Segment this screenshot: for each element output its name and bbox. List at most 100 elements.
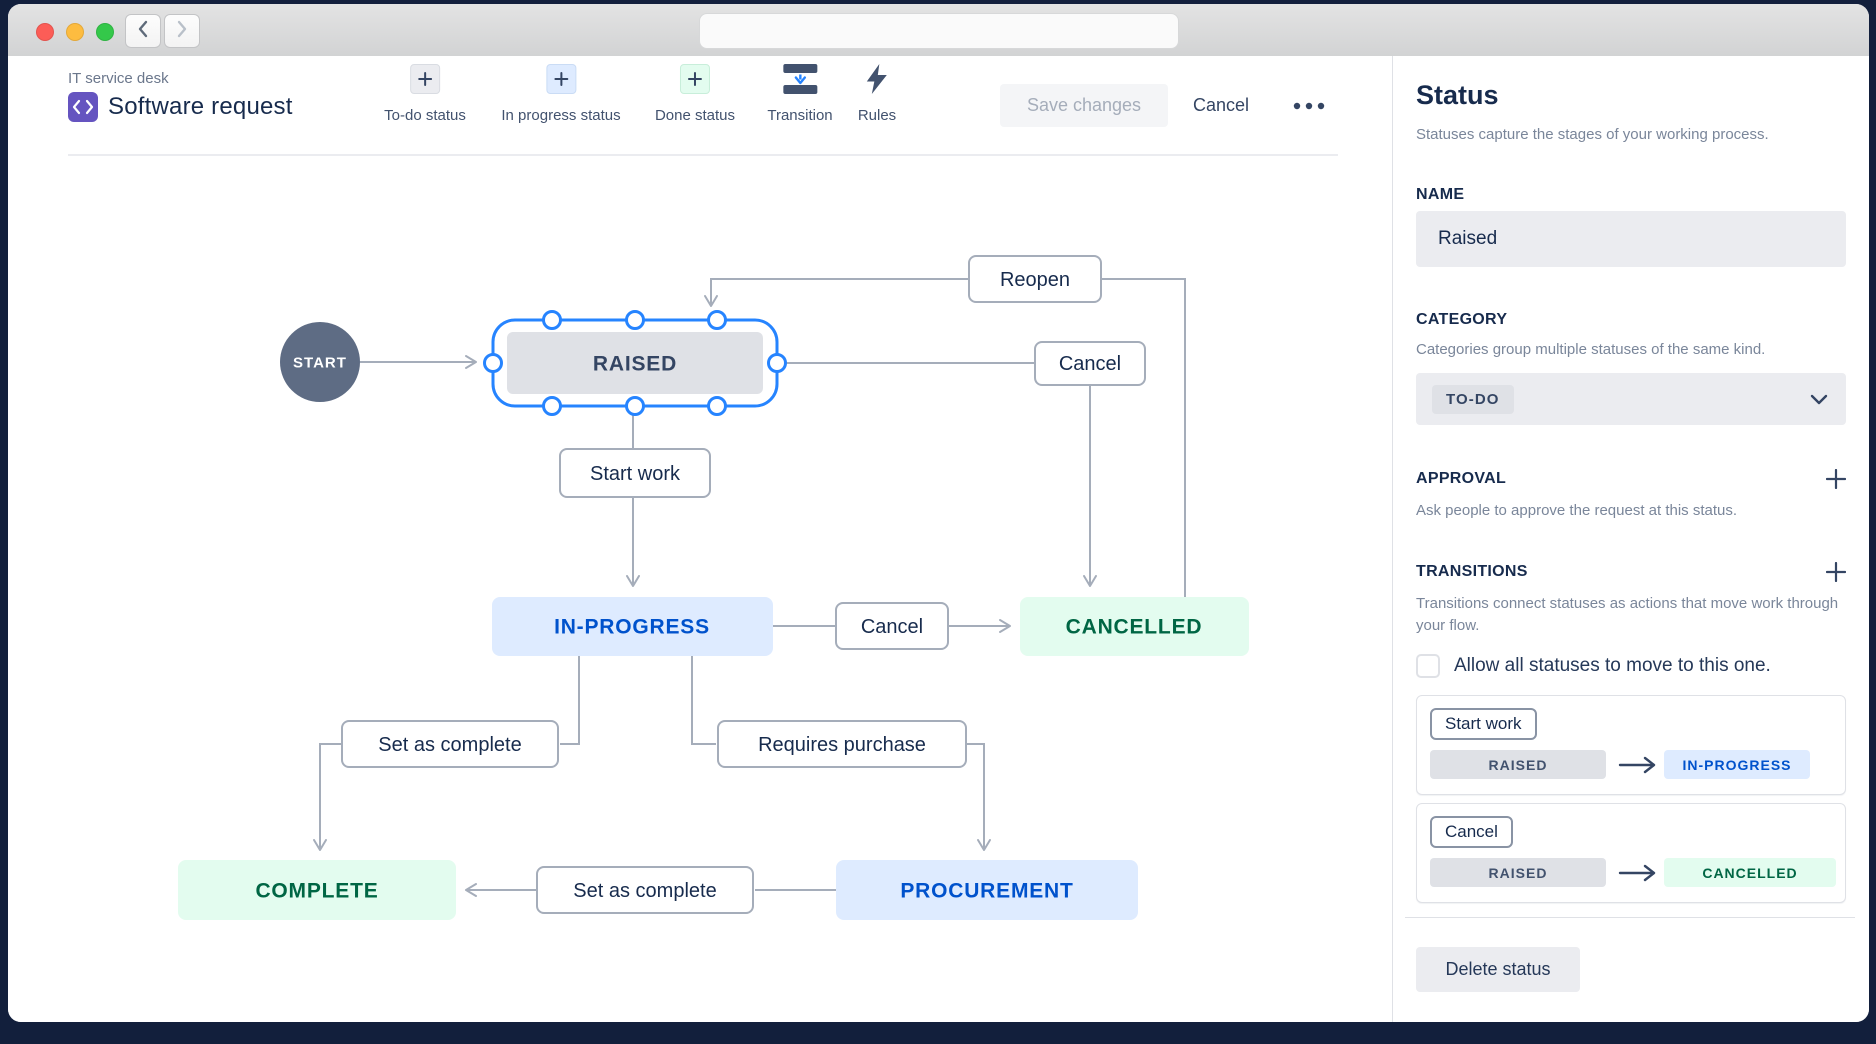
status-node-cancelled[interactable]: CANCELLED bbox=[1020, 597, 1249, 656]
transition-label-start-work[interactable]: Start work bbox=[559, 448, 711, 498]
transition-name-chip[interactable]: Cancel bbox=[1430, 816, 1513, 848]
from-status-chip: RAISED bbox=[1430, 858, 1606, 887]
code-icon bbox=[72, 99, 94, 115]
transition-label-reopen[interactable]: Reopen bbox=[968, 255, 1102, 303]
edge-reopen[interactable] bbox=[704, 278, 1186, 597]
chevron-down-icon bbox=[1810, 394, 1828, 405]
arrow-right-icon bbox=[1615, 751, 1661, 778]
back-button[interactable] bbox=[125, 14, 161, 48]
category-description: Categories group multiple statuses of th… bbox=[1416, 341, 1766, 358]
save-changes-button[interactable]: Save changes bbox=[1000, 84, 1168, 127]
category-value-chip: TO-DO bbox=[1432, 384, 1514, 414]
toolbar-divider bbox=[68, 154, 1338, 156]
category-label: CATEGORY bbox=[1416, 311, 1508, 328]
transitions-description: Transitions connect statuses as actions … bbox=[1416, 595, 1839, 634]
edge-set-complete-left-a[interactable] bbox=[560, 656, 580, 745]
toolbar: IT service desk Software request bbox=[8, 56, 1392, 156]
close-button[interactable] bbox=[36, 23, 54, 41]
address-bar[interactable] bbox=[698, 13, 1179, 49]
workflow-editor: IT service desk Software request bbox=[8, 56, 1392, 1022]
selection-handles[interactable] bbox=[483, 310, 787, 416]
status-name-input[interactable] bbox=[1416, 211, 1846, 267]
plus-icon bbox=[545, 64, 576, 94]
svg-text:PROCUREMENT: PROCUREMENT bbox=[900, 880, 1073, 903]
zoom-button[interactable] bbox=[96, 23, 114, 41]
svg-text:Requires purchase: Requires purchase bbox=[758, 734, 926, 756]
breadcrumb[interactable]: IT service desk bbox=[68, 70, 169, 87]
minimize-button[interactable] bbox=[66, 23, 84, 41]
plus-icon bbox=[410, 64, 440, 94]
rules-button[interactable]: Rules bbox=[858, 64, 896, 124]
to-status-chip: IN-PROGRESS bbox=[1664, 750, 1810, 779]
chevron-right-icon bbox=[176, 20, 188, 43]
chevron-left-icon bbox=[137, 20, 149, 43]
project-icon bbox=[68, 92, 98, 122]
cancel-button[interactable]: Cancel bbox=[1193, 95, 1250, 115]
to-status-chip: CANCELLED bbox=[1664, 858, 1836, 887]
from-status-chip: RAISED bbox=[1430, 750, 1606, 779]
more-menu-button[interactable] bbox=[1292, 84, 1326, 127]
status-node-procurement[interactable]: PROCUREMENT bbox=[836, 860, 1138, 920]
transition-icon bbox=[782, 64, 818, 94]
svg-text:Cancel: Cancel bbox=[1059, 353, 1121, 375]
svg-text:RAISED: RAISED bbox=[593, 353, 677, 376]
svg-text:Start work: Start work bbox=[590, 463, 681, 485]
page-title: Software request bbox=[108, 93, 293, 120]
add-transition-button[interactable]: Transition bbox=[767, 64, 833, 124]
transition-card-cancel[interactable]: Cancel RAISED CANCELLED bbox=[1416, 803, 1846, 903]
allow-all-statuses-label: Allow all statuses to move to this one. bbox=[1454, 655, 1771, 676]
transition-name-chip[interactable]: Start work bbox=[1430, 708, 1537, 740]
status-node-complete[interactable]: COMPLETE bbox=[178, 860, 456, 920]
browser-window: IT service desk Software request bbox=[8, 4, 1869, 1022]
svg-text:Set as complete: Set as complete bbox=[378, 734, 521, 756]
name-label: NAME bbox=[1416, 186, 1465, 203]
add-approval-button[interactable] bbox=[1826, 469, 1846, 489]
transition-label-set-complete-left[interactable]: Set as complete bbox=[341, 720, 559, 768]
status-node-raised-selected[interactable]: RAISED bbox=[483, 310, 787, 416]
allow-all-statuses-checkbox[interactable] bbox=[1416, 654, 1440, 678]
svg-text:Cancel: Cancel bbox=[861, 616, 923, 638]
approval-label: APPROVAL bbox=[1416, 470, 1507, 487]
add-transition-panel-button[interactable] bbox=[1826, 562, 1846, 582]
svg-text:Reopen: Reopen bbox=[1000, 269, 1070, 291]
delete-status-button[interactable]: Delete status bbox=[1416, 947, 1580, 992]
transition-label-requires-purchase[interactable]: Requires purchase bbox=[717, 720, 967, 768]
panel-title: Status bbox=[1416, 80, 1499, 110]
svg-text:START: START bbox=[293, 355, 347, 372]
browser-chrome bbox=[8, 4, 1869, 57]
transitions-label: TRANSITIONS bbox=[1416, 563, 1528, 580]
svg-text:Set as complete: Set as complete bbox=[573, 880, 716, 902]
plus-icon bbox=[1826, 469, 1846, 489]
svg-text:IN-PROGRESS: IN-PROGRESS bbox=[554, 616, 710, 639]
transition-label-cancel-mid[interactable]: Cancel bbox=[835, 602, 949, 650]
more-icon bbox=[1293, 102, 1325, 109]
allow-all-statuses-row: Allow all statuses to move to this one. bbox=[1416, 654, 1846, 678]
transition-card-start-work[interactable]: Start work RAISED IN-PROGRESS bbox=[1416, 695, 1846, 795]
edge-set-complete-left-b[interactable] bbox=[313, 743, 342, 851]
add-done-status-button[interactable]: Done status bbox=[655, 64, 735, 124]
edge-requires-purchase-a[interactable] bbox=[691, 656, 716, 745]
edge-cancel-from-raised[interactable] bbox=[786, 362, 1097, 587]
transition-label-cancel-top[interactable]: Cancel bbox=[1034, 341, 1146, 386]
approval-section-header: APPROVAL bbox=[1416, 469, 1846, 489]
category-select[interactable]: TO-DO bbox=[1416, 373, 1846, 425]
start-node[interactable]: START bbox=[280, 322, 360, 402]
svg-text:CANCELLED: CANCELLED bbox=[1066, 616, 1203, 639]
status-detail-panel: Status Statuses capture the stages of yo… bbox=[1392, 56, 1869, 1022]
status-node-in-progress[interactable]: IN-PROGRESS bbox=[492, 597, 773, 656]
transition-label-set-complete-bottom[interactable]: Set as complete bbox=[536, 866, 754, 914]
forward-button[interactable] bbox=[164, 14, 200, 48]
edge-requires-purchase-b[interactable] bbox=[965, 743, 991, 851]
panel-divider bbox=[1405, 917, 1855, 918]
plus-icon bbox=[1826, 562, 1846, 582]
add-inprogress-status-button[interactable]: In progress status bbox=[501, 64, 621, 124]
arrow-right-icon bbox=[1615, 859, 1661, 886]
plus-icon bbox=[679, 64, 710, 94]
svg-text:COMPLETE: COMPLETE bbox=[255, 880, 378, 903]
add-todo-status-button[interactable]: To-do status bbox=[384, 64, 466, 124]
lightning-icon bbox=[865, 64, 889, 94]
panel-subtitle: Statuses capture the stages of your work… bbox=[1416, 126, 1769, 143]
transitions-section-header: TRANSITIONS bbox=[1416, 562, 1846, 582]
workflow-canvas[interactable]: START Reopen Cancel Start work Can bbox=[8, 156, 1392, 1022]
approval-description: Ask people to approve the request at thi… bbox=[1416, 502, 1738, 519]
